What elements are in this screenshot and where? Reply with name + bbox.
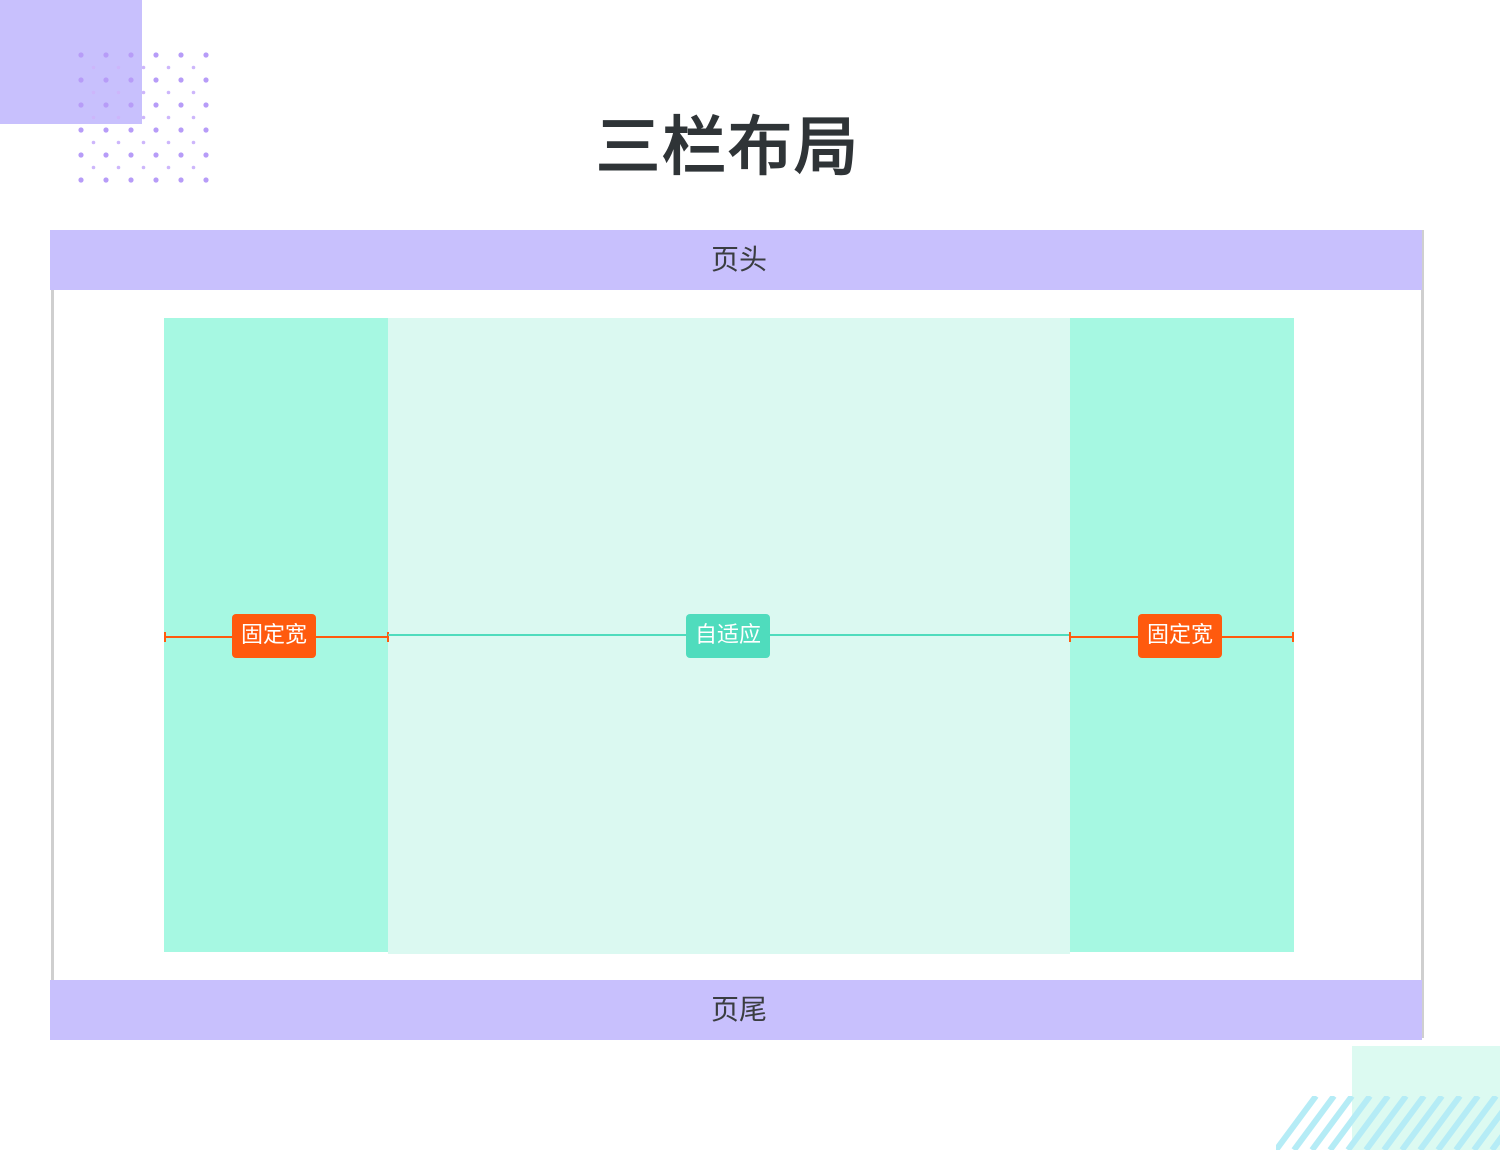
- decorative-stripes: [1276, 1096, 1500, 1150]
- decorative-dot-grid: [72, 46, 212, 184]
- right-fixed-width-tag: 固定宽: [1138, 614, 1222, 658]
- footer-label: 页尾: [710, 993, 767, 1026]
- header-block: 页头: [50, 230, 1422, 290]
- footer-block: 页尾: [50, 980, 1422, 1040]
- left-fixed-width-tag: 固定宽: [232, 614, 316, 658]
- header-label: 页头: [710, 243, 767, 276]
- page-title: 三栏布局: [596, 111, 860, 185]
- middle-fluid-width-tag: 自适应: [686, 614, 770, 658]
